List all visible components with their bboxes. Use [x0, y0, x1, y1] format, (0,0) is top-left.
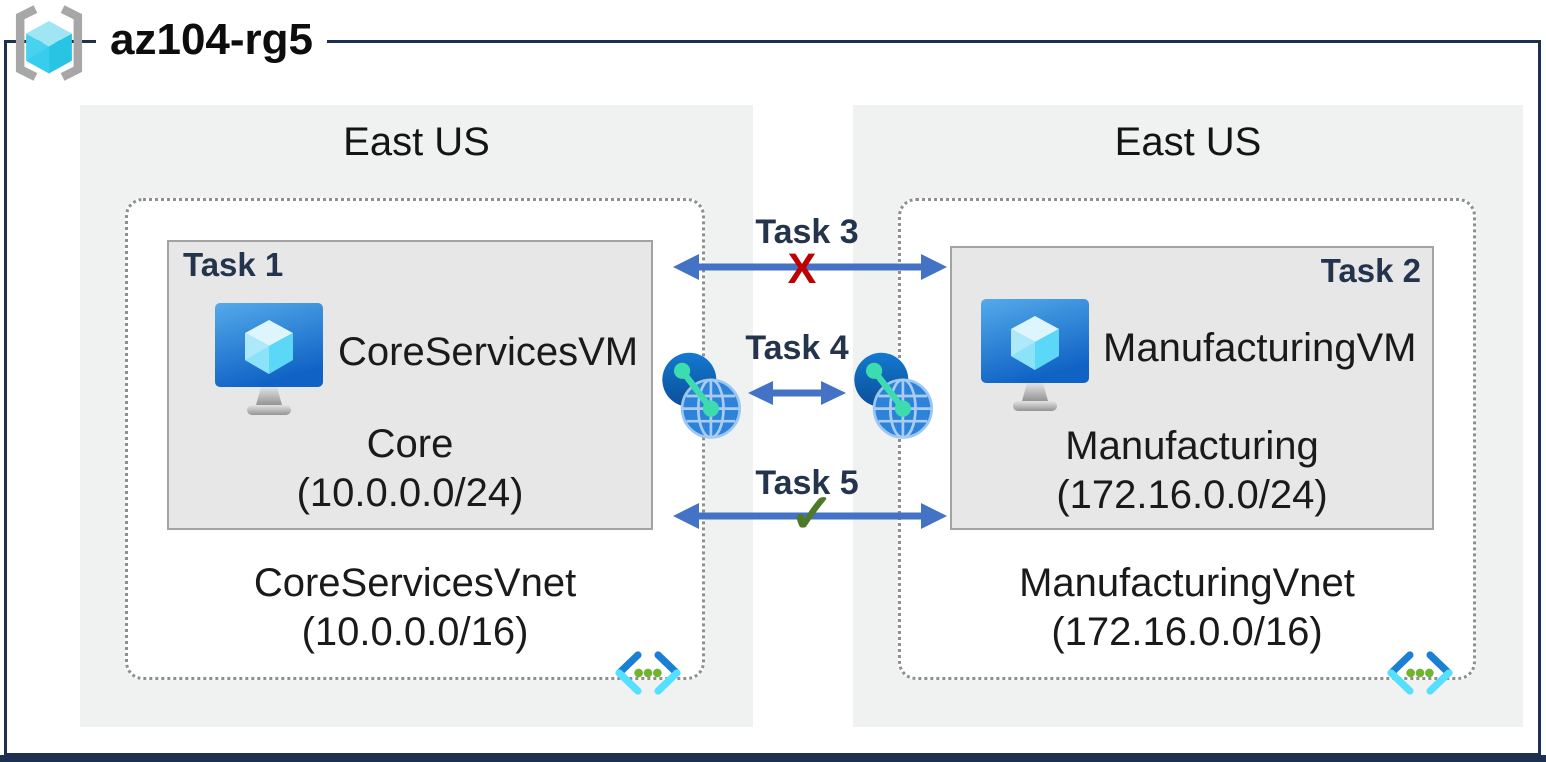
resource-group-icon — [15, 5, 83, 81]
task1-label: Task 1 — [183, 246, 284, 283]
task5-label: Task 5 — [755, 464, 859, 502]
resource-group-border-bottom — [0, 755, 1546, 762]
virtual-network-icon — [615, 651, 681, 695]
vnet-cidr: (10.0.0.0/16) — [301, 610, 529, 654]
virtual-machine-icon — [215, 303, 323, 415]
vnet-caption-manufacturing: ManufacturingVnet (172.16.0.0/16) — [898, 559, 1476, 657]
region-left-title: East US — [343, 120, 490, 164]
allowed-check-marker: ✓ — [789, 484, 835, 544]
virtual-machine-icon — [981, 299, 1089, 411]
vnet-peering-icon — [662, 352, 742, 439]
vnet-cidr: (172.16.0.0/16) — [1051, 610, 1323, 654]
subnet-name: Core — [366, 422, 454, 466]
region-right-title: East US — [1114, 120, 1262, 164]
virtual-network-icon — [1387, 651, 1453, 695]
vnet-name: CoreServicesVnet — [253, 561, 577, 605]
blocked-x-marker: X — [787, 245, 817, 293]
subnet-cidr: (10.0.0.0/24) — [296, 471, 524, 515]
subnet-cidr: (172.16.0.0/24) — [1056, 473, 1328, 517]
task4-label: Task 4 — [745, 329, 849, 367]
vnet-name: ManufacturingVnet — [1019, 561, 1355, 605]
resource-group-border — [4, 40, 1541, 756]
subnet-caption-manufacturing: Manufacturing (172.16.0.0/24) — [950, 422, 1434, 520]
task2-label: Task 2 — [1320, 252, 1421, 289]
task3-label: Task 3 — [755, 213, 859, 251]
resource-group-title: az104-rg5 — [96, 12, 328, 68]
subnet-name: Manufacturing — [1065, 424, 1319, 468]
vm-name-manufacturing: ManufacturingVM — [1103, 326, 1417, 370]
vm-name-coreservices: CoreServicesVM — [338, 330, 639, 374]
vnet-peering-icon — [854, 352, 934, 439]
vnet-caption-coreservices: CoreServicesVnet (10.0.0.0/16) — [125, 559, 705, 657]
subnet-caption-core: Core (10.0.0.0/24) — [167, 420, 653, 518]
